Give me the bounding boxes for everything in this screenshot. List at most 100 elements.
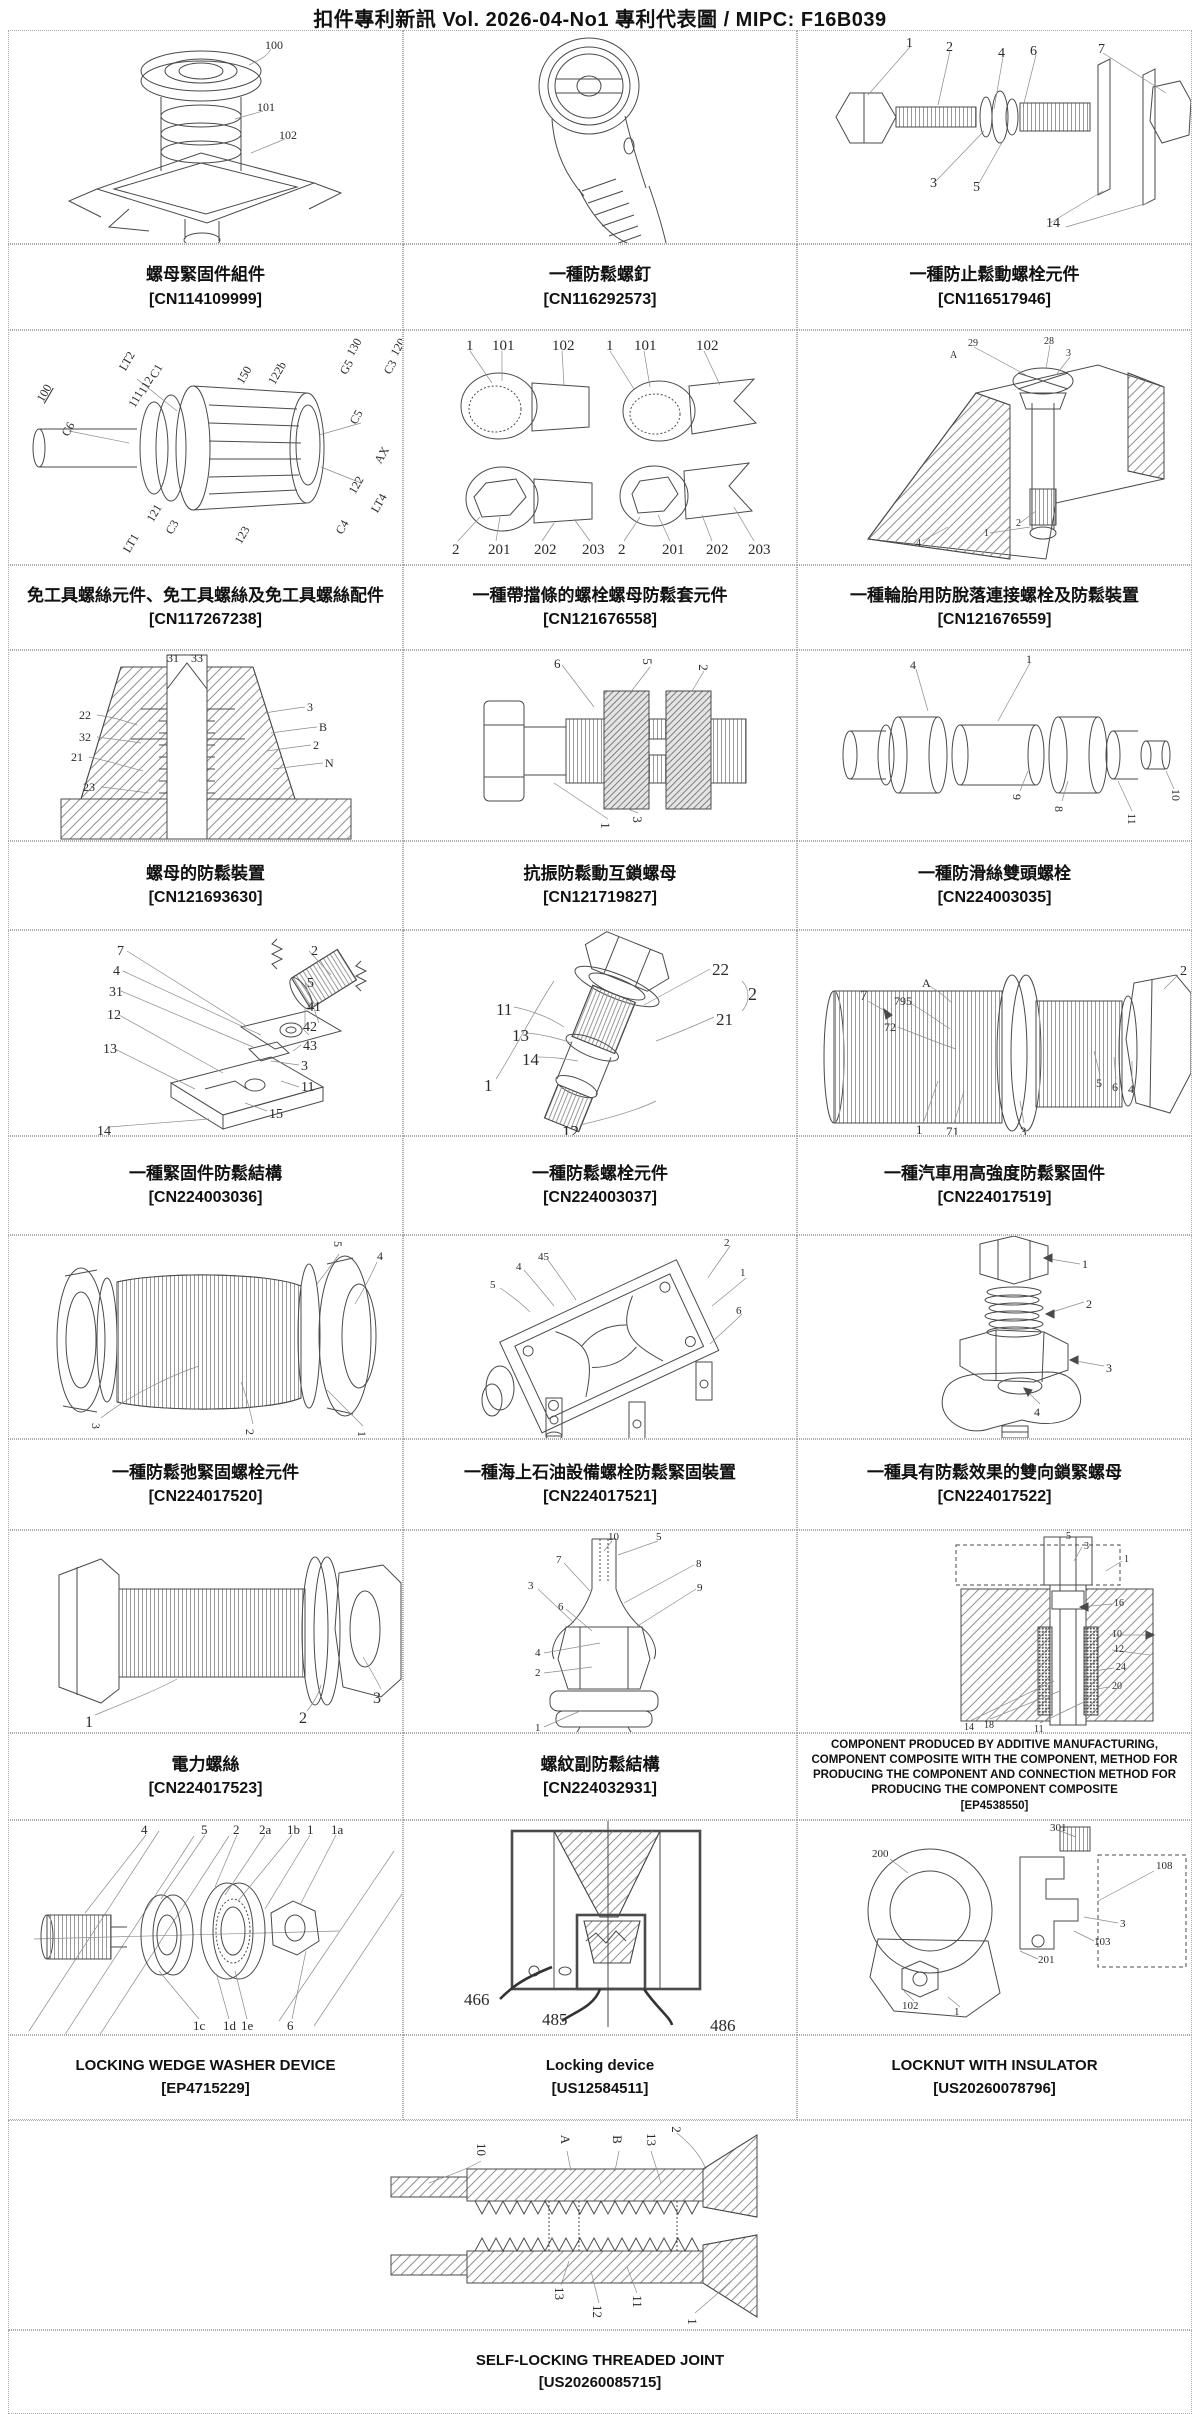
- caption-ep4715229: LOCKING WEDGE WASHER DEVICE [EP4715229]: [8, 2035, 403, 2120]
- patent-title: 螺母的防鬆裝置: [146, 863, 265, 883]
- caption-ep4538550: COMPONENT PRODUCED BY ADDITIVE MANUFACTU…: [797, 1733, 1192, 1820]
- patent-number: [CN224003035]: [937, 889, 1052, 907]
- patent-title: LOCKNUT WITH INSULATOR: [891, 2057, 1098, 2074]
- patent-title: Locking device: [545, 2057, 655, 2074]
- patent-drawing: [481, 1245, 747, 1438]
- patent-drawing: [58, 1556, 402, 1716]
- patent-number: [US20260085715]: [538, 2374, 662, 2391]
- patent-title: LOCKING WEDGE WASHER DEVICE: [75, 2057, 336, 2074]
- caption-cn224017523: 電力螺絲 [CN224017523]: [8, 1733, 403, 1820]
- patent-title: COMPONENT PRODUCED BY ADDITIVE MANUFACTU…: [811, 1739, 1178, 1796]
- patent-title: 螺母緊固件組件: [146, 265, 265, 285]
- patent-drawing: [941, 1236, 1105, 1438]
- patent-drawing: [483, 664, 747, 820]
- patent-title: 一種防滑絲雙頭螺栓: [918, 863, 1071, 883]
- patent-number: [CN121676559]: [937, 611, 1052, 629]
- caption-cn224003035: 一種防滑絲雙頭螺栓 [CN224003035]: [797, 841, 1192, 930]
- patent-drawing: [823, 974, 1191, 1132]
- patent-number: [CN116517946]: [938, 290, 1051, 308]
- patent-title: 一種防鬆螺栓元件: [532, 1163, 668, 1183]
- caption-cn224017520: 一種防鬆弛緊固螺栓元件 [CN224017520]: [8, 1439, 403, 1530]
- patent-drawing: [537, 1538, 697, 1732]
- patent-number: [CN224003037]: [543, 1189, 657, 1207]
- patent-number: [CN224003036]: [148, 1189, 263, 1207]
- patent-title: SELF-LOCKING THREADED JOINT: [475, 2351, 725, 2369]
- patent-title: 一種輪胎用防脫落連接螺栓及防鬆裝置: [850, 585, 1139, 605]
- patent-number: [EP4715229]: [161, 2079, 250, 2097]
- patent-drawing: [60, 654, 352, 840]
- patent-title: 一種汽車用高強度防鬆緊固件: [884, 1163, 1105, 1183]
- patent-title: 螺紋副防鬆結構: [540, 1754, 660, 1774]
- patent-drawing: [390, 2132, 758, 2318]
- patent-title: 免工具螺絲元件、免工具螺絲及免工具螺絲配件: [27, 585, 384, 605]
- caption-cn224003036: 一種緊固件防鬆結構 [CN224003036]: [8, 1136, 403, 1235]
- patent-number: [CN224017519]: [937, 1189, 1052, 1207]
- caption-cn224032931: 螺紋副防鬆結構 [CN224032931]: [403, 1733, 797, 1820]
- caption-cn121719827: 抗振防鬆動互鎖螺母 [CN121719827]: [403, 841, 797, 930]
- patent-drawing: [867, 1826, 1187, 2018]
- caption-cn224017521: 一種海上石油設備螺栓防鬆緊固裝置 [CN224017521]: [403, 1439, 797, 1530]
- patent-number: [CN117267238]: [149, 611, 262, 629]
- patent-drawing: [867, 344, 1165, 560]
- patent-number: [CN114109999]: [149, 290, 262, 308]
- caption-cn224017522: 一種具有防鬆效果的雙向鎖緊螺母 [CN224017522]: [797, 1439, 1192, 1530]
- patent-drawing: [538, 37, 667, 243]
- patent-number: [CN224017520]: [148, 1488, 263, 1506]
- patent-number: [US12584511]: [551, 2079, 649, 2097]
- patent-title: 電力螺絲: [171, 1754, 240, 1774]
- patent-number: [US20260078796]: [933, 2079, 1056, 2097]
- caption-cn116517946: 一種防止鬆動螺栓元件 [CN116517946]: [797, 244, 1192, 330]
- patent-drawing: [457, 350, 758, 542]
- patent-title: 一種防止鬆動螺栓元件: [909, 265, 1080, 285]
- caption-cn116292573: 一種防鬆螺釘 [CN116292573]: [403, 244, 797, 330]
- patent-title: 一種帶擋條的螺栓螺母防鬆套元件: [472, 585, 728, 605]
- caption-cn117267238: 免工具螺絲元件、免工具螺絲及免工具螺絲配件 [CN117267238]: [8, 565, 403, 650]
- patent-number: [CN224032931]: [543, 1780, 657, 1798]
- caption-cn114109999: 螺母緊固件組件 [CN114109999]: [8, 244, 403, 330]
- patent-drawing: [955, 1536, 1156, 1726]
- caption-us12584511: Locking device [US12584511]: [403, 2035, 797, 2120]
- caption-cn121676559: 一種輪胎用防脫落連接螺栓及防鬆裝置 [CN121676559]: [797, 565, 1192, 650]
- patent-title: 一種防鬆弛緊固螺栓元件: [112, 1462, 299, 1482]
- patent-drawing: [842, 662, 1175, 812]
- caption-cn121693630: 螺母的防鬆裝置 [CN121693630]: [8, 841, 403, 930]
- patent-number: [CN224017522]: [937, 1488, 1052, 1506]
- caption-cn224017519: 一種汽車用高強度防鬆緊固件 [CN224017519]: [797, 1136, 1192, 1235]
- patent-number: [EP4538550]: [960, 1799, 1029, 1812]
- patent-number: [CN116292573]: [543, 290, 657, 308]
- patent-number: [CN121693630]: [148, 889, 263, 907]
- figure-cn116292573: [403, 30, 797, 244]
- page-title: 扣件專利新訊 Vol. 2026-04-No1 專利代表圖 / MIPC: F1…: [313, 9, 887, 31]
- patent-drawing: [495, 931, 749, 1133]
- patent-title: 一種具有防鬆效果的雙向鎖緊螺母: [867, 1462, 1122, 1482]
- patent-number: [CN121676558]: [543, 611, 657, 629]
- patent-drawing: [28, 1830, 402, 2034]
- patent-drawing: [56, 1253, 378, 1427]
- patent-title: 一種海上石油設備螺栓防鬆緊固裝置: [464, 1462, 736, 1482]
- patent-number: [CN121719827]: [543, 889, 657, 907]
- patent-drawing: [499, 1821, 702, 2027]
- patent-title: 抗振防鬆動互鎖螺母: [523, 863, 677, 883]
- caption-us20260078796: LOCKNUT WITH INSULATOR [US20260078796]: [797, 2035, 1192, 2120]
- patent-number: [CN224017521]: [543, 1488, 657, 1506]
- patent-drawing: [67, 48, 343, 243]
